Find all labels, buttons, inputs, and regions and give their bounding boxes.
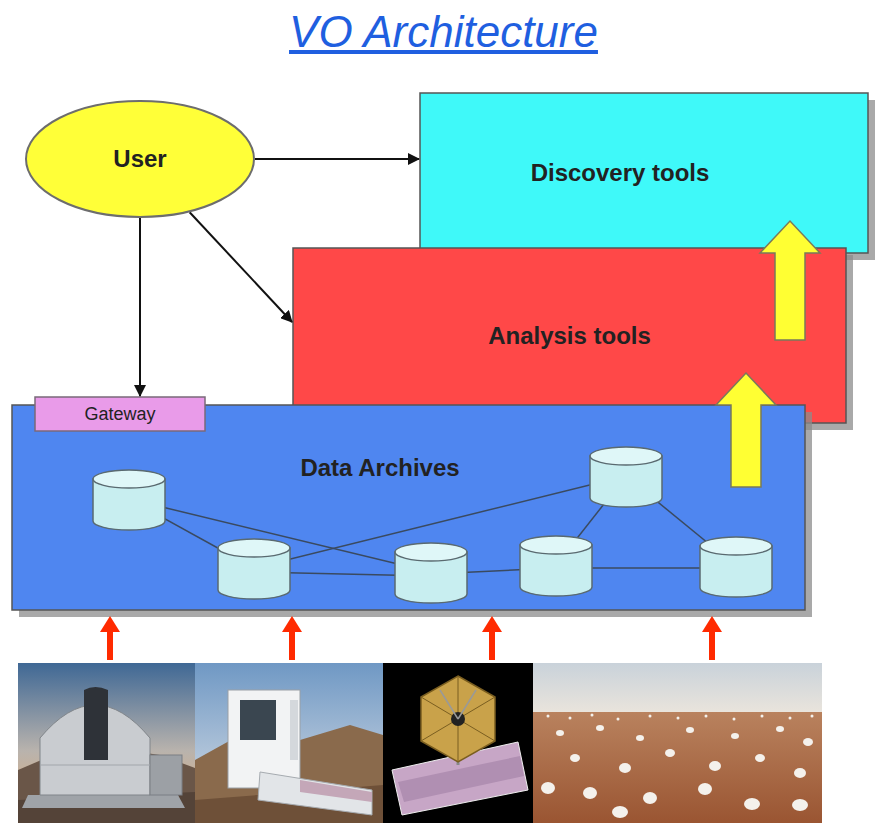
layer-box: Data Archives Gateway xyxy=(12,405,805,610)
telescope-photo xyxy=(533,663,822,823)
archive-cylinder xyxy=(700,537,772,597)
node-label: Discovery tools xyxy=(531,158,710,188)
node-label: User xyxy=(113,144,166,174)
telescope-photo xyxy=(195,663,383,823)
actor-ellipse: User xyxy=(25,100,255,218)
archive-cylinder xyxy=(590,447,662,507)
ellipse-shape xyxy=(26,101,254,217)
node-label: Data Archives xyxy=(300,453,459,483)
input-arrows xyxy=(100,616,722,660)
telescope-photo xyxy=(18,663,195,823)
gateway-tab: Gateway xyxy=(35,397,205,431)
archive-cylinder xyxy=(218,539,290,599)
flow-arrow xyxy=(255,158,419,160)
layer-box: Analysis tools xyxy=(293,248,846,423)
archive-cylinder xyxy=(395,543,467,603)
flow-arrow xyxy=(190,212,292,322)
node-label: Analysis tools xyxy=(488,321,651,351)
block-arrow xyxy=(716,373,776,487)
telescope-photo xyxy=(383,663,533,823)
archive-cylinder xyxy=(93,470,165,530)
box-fill xyxy=(420,93,868,253)
flow-arrow xyxy=(139,218,141,396)
layer-box: Discovery tools xyxy=(420,93,868,253)
block-arrow xyxy=(760,221,820,340)
diagram-title: VO Architecture xyxy=(0,0,887,58)
box-fill xyxy=(12,405,805,610)
box-fill xyxy=(35,397,205,431)
archive-cylinder xyxy=(520,536,592,596)
node-label: Gateway xyxy=(84,403,155,425)
